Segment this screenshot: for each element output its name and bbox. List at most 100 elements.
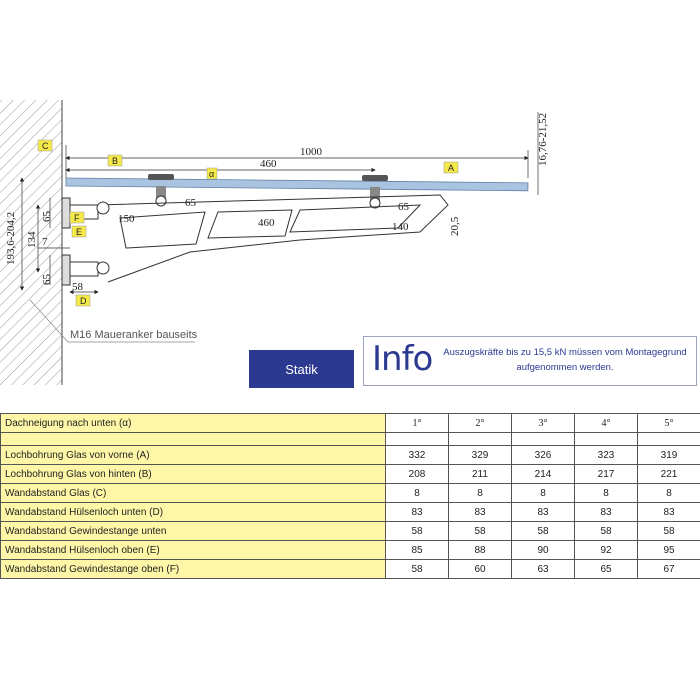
svg-text:α: α	[209, 169, 214, 179]
table-cell: 83	[385, 502, 449, 522]
svg-text:F: F	[74, 213, 80, 223]
dim-58: 58	[72, 281, 84, 293]
table-cell: 58	[385, 559, 449, 579]
tag-e: E	[71, 225, 87, 238]
dim-7: 7	[42, 236, 48, 248]
statik-label: Statik	[249, 350, 354, 388]
table-cell: 8	[637, 483, 700, 503]
dim-65-left: 65	[185, 197, 197, 209]
table-cell: 214	[511, 464, 575, 484]
glass-clamp-left	[148, 174, 174, 207]
table-cell: 63	[511, 559, 575, 579]
table-row-label: Wandabstand Gewindestange oben (F)	[0, 559, 386, 579]
svg-text:B: B	[112, 156, 118, 166]
table-cell: 60	[448, 559, 512, 579]
table-header-cell: 5°	[637, 413, 700, 433]
top-dimensions	[65, 112, 539, 195]
table-cell: 83	[448, 502, 512, 522]
technical-drawing: 1000 460 16,76-21,52 193,	[0, 100, 549, 385]
glass-clamp-right	[362, 175, 388, 209]
tag-d: D	[75, 294, 91, 307]
table-cell: 90	[511, 540, 575, 560]
tag-alpha: α	[206, 167, 218, 180]
dim-height-range: 193,6-204,2	[5, 212, 17, 265]
table-header-label: Dachneigung nach unten (α)	[0, 413, 386, 433]
dim-460-top: 460	[260, 158, 277, 170]
dim-65-right: 65	[398, 201, 410, 213]
info-box: Info Auszugskräfte bis zu 15,5 kN müssen…	[363, 336, 697, 386]
table-cell: 58	[385, 521, 449, 541]
table-cell: 83	[637, 502, 700, 522]
table-cell: 92	[574, 540, 638, 560]
table-cell: 58	[448, 521, 512, 541]
table-cell: 329	[448, 445, 512, 465]
table-spacer-cell	[448, 432, 512, 446]
wall-plate-top	[61, 197, 110, 229]
table-cell: 58	[574, 521, 638, 541]
table-spacer-cell	[574, 432, 638, 446]
table-cell: 58	[511, 521, 575, 541]
table-spacer-cell	[385, 432, 449, 446]
table-row-label: Wandabstand Hülsenloch unten (D)	[0, 502, 386, 522]
dim-134: 134	[26, 231, 38, 248]
table-cell: 83	[511, 502, 575, 522]
anchor-note: M16 Maueranker bauseits	[70, 329, 198, 341]
tag-b: B	[107, 154, 123, 167]
dim-65-side-bottom: 65	[41, 274, 53, 286]
info-text: Auszugskräfte bis zu 15,5 kN müssen vom …	[443, 347, 687, 373]
table-row-label: Lochbohrung Glas von hinten (B)	[0, 464, 386, 484]
table-row-label: Wandabstand Hülsenloch oben (E)	[0, 540, 386, 560]
table-cell: 8	[511, 483, 575, 503]
svg-text:C: C	[42, 141, 49, 151]
table-spacer-cell	[637, 432, 700, 446]
glass-pane	[65, 177, 529, 192]
tag-f: F	[69, 211, 85, 224]
table-row-label: Lochbohrung Glas von vorne (A)	[0, 445, 386, 465]
table-cell: 8	[385, 483, 449, 503]
table-cell: 332	[385, 445, 449, 465]
table-cell: 323	[574, 445, 638, 465]
dim-150: 150	[118, 213, 135, 225]
table-cell: 8	[574, 483, 638, 503]
svg-text:D: D	[80, 296, 87, 306]
table-row-label: Wandabstand Glas (C)	[0, 483, 386, 503]
svg-text:E: E	[76, 227, 82, 237]
dim-460-mid: 460	[258, 217, 275, 229]
left-dimensions	[19, 177, 99, 295]
table-row-label: Wandabstand Gewindestange unten	[0, 521, 386, 541]
dimension-table: Dachneigung nach unten (α) 1° 2° 3° 4° 5…	[0, 413, 700, 579]
table-header-cell: 2°	[448, 413, 512, 433]
table-spacer-row	[0, 432, 700, 446]
table-cell: 85	[385, 540, 449, 560]
svg-text:A: A	[448, 163, 454, 173]
table-cell: 58	[637, 521, 700, 541]
table-header-cell: 1°	[385, 413, 449, 433]
table-cell: 208	[385, 464, 449, 484]
table-cell: 8	[448, 483, 512, 503]
dim-glass-thickness: 16,76-21,52	[537, 113, 549, 166]
table-header-cell: 3°	[511, 413, 575, 433]
table-cell: 88	[448, 540, 512, 560]
table-cell: 326	[511, 445, 575, 465]
table-cell: 217	[574, 464, 638, 484]
table-cell: 83	[574, 502, 638, 522]
bracket	[97, 194, 449, 283]
info-title: Info	[372, 339, 433, 379]
table-header-cell: 4°	[574, 413, 638, 433]
table-cell: 65	[574, 559, 638, 579]
table-spacer-cell	[511, 432, 575, 446]
tag-a: A	[443, 161, 459, 174]
table-cell: 67	[637, 559, 700, 579]
dim-20-5: 20,5	[449, 216, 461, 236]
table-cell: 95	[637, 540, 700, 560]
table-spacer-cell	[0, 432, 386, 446]
dim-1000: 1000	[300, 146, 323, 158]
table-cell: 211	[448, 464, 512, 484]
table-cell: 221	[637, 464, 700, 484]
